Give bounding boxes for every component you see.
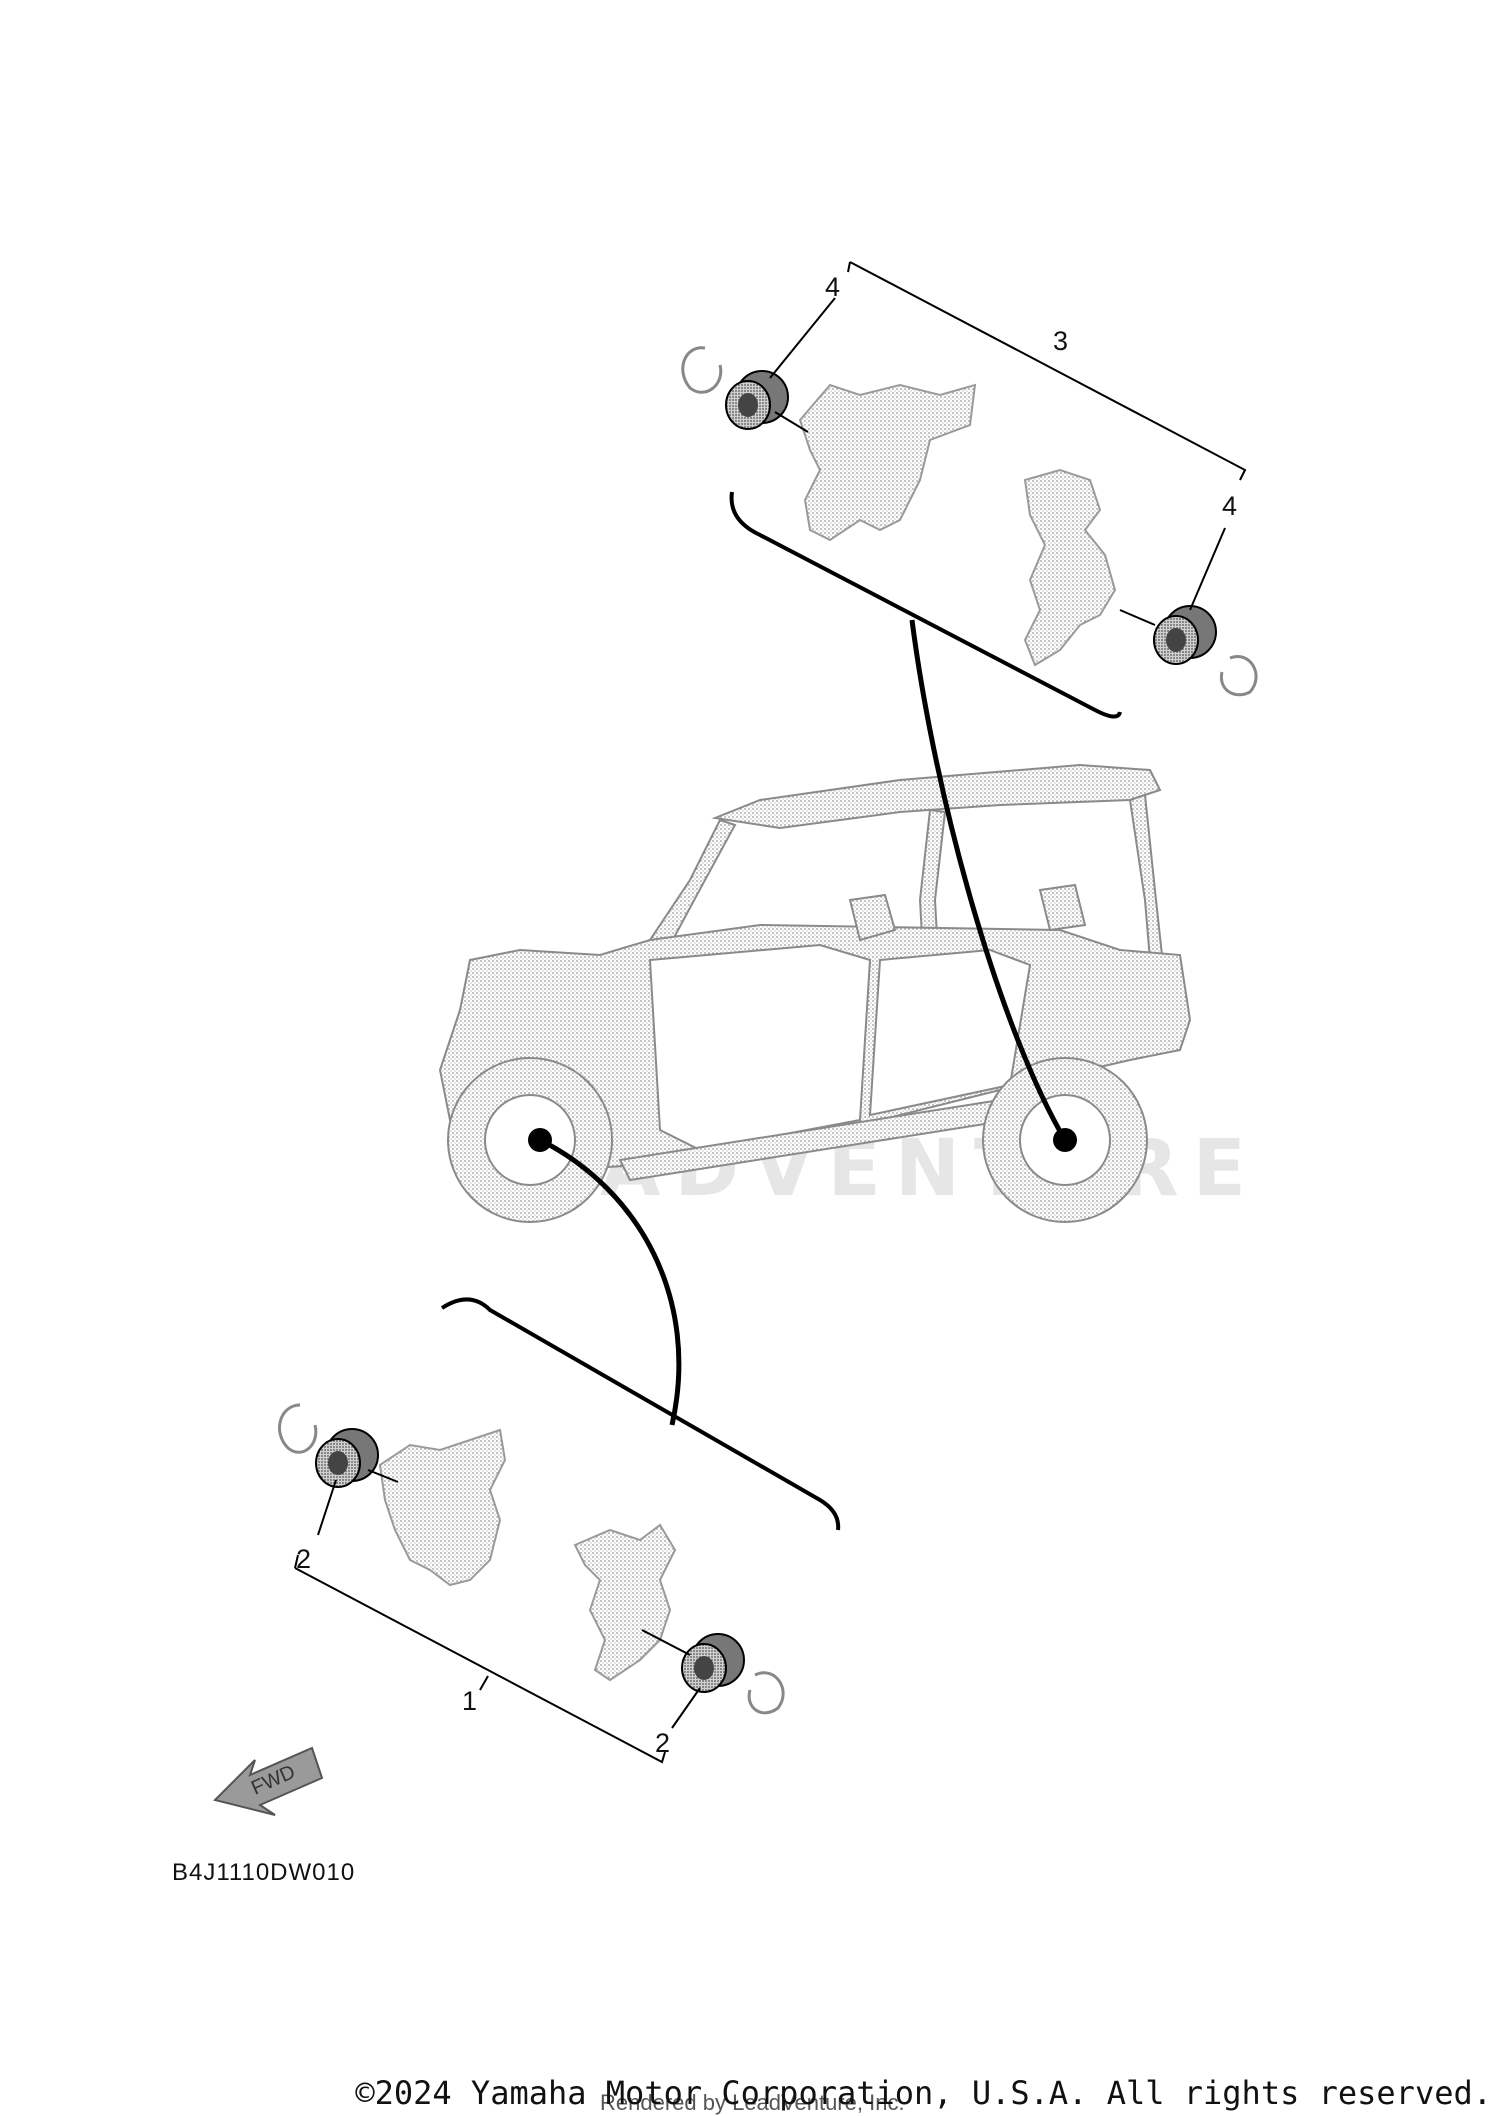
vehicle-illustration [438,763,1192,1223]
callout-2-lower: 2 [655,1728,670,1758]
drawing-code: B4J1110DW010 [172,1859,355,1886]
bearing-front-right [681,1633,745,1693]
bearing-rear-left [725,370,789,430]
copyright-notice: ©2024 Yamaha Motor Corporation, U.S.A. A… [355,2074,1492,2112]
rear-knuckle-group [681,261,1258,719]
front-knuckle-group [278,1297,841,1764]
front-knuckle-right [573,1523,677,1682]
rear-group-brace [729,491,1122,719]
bearing-rear-right [1153,605,1217,665]
callout-2-upper: 2 [296,1544,311,1574]
bracket-3 [849,261,1247,481]
circlip-rear-left [681,346,723,394]
bracket-1 [294,1554,666,1764]
front-leader-curve [538,1137,682,1426]
rendered-by-credit: Rendered by LeadVenture, Inc. [600,2090,905,2115]
rear-leader-curve [909,619,1068,1142]
forward-direction-arrow: FWD [213,1746,324,1816]
callout-3: 3 [1053,326,1068,356]
bearing-front-left [315,1428,379,1488]
rear-knuckle-left [798,383,977,542]
rear-knuckle-right [1023,468,1117,667]
callout-4-upper: 4 [825,272,840,302]
circlip-front-right [747,1671,785,1715]
circlip-rear-right [1219,655,1258,697]
callout-4-lower: 4 [1222,491,1237,521]
front-knuckle-left [378,1428,507,1587]
front-group-brace [440,1297,841,1531]
circlip-front-left [278,1403,318,1454]
callout-1: 1 [462,1686,477,1716]
